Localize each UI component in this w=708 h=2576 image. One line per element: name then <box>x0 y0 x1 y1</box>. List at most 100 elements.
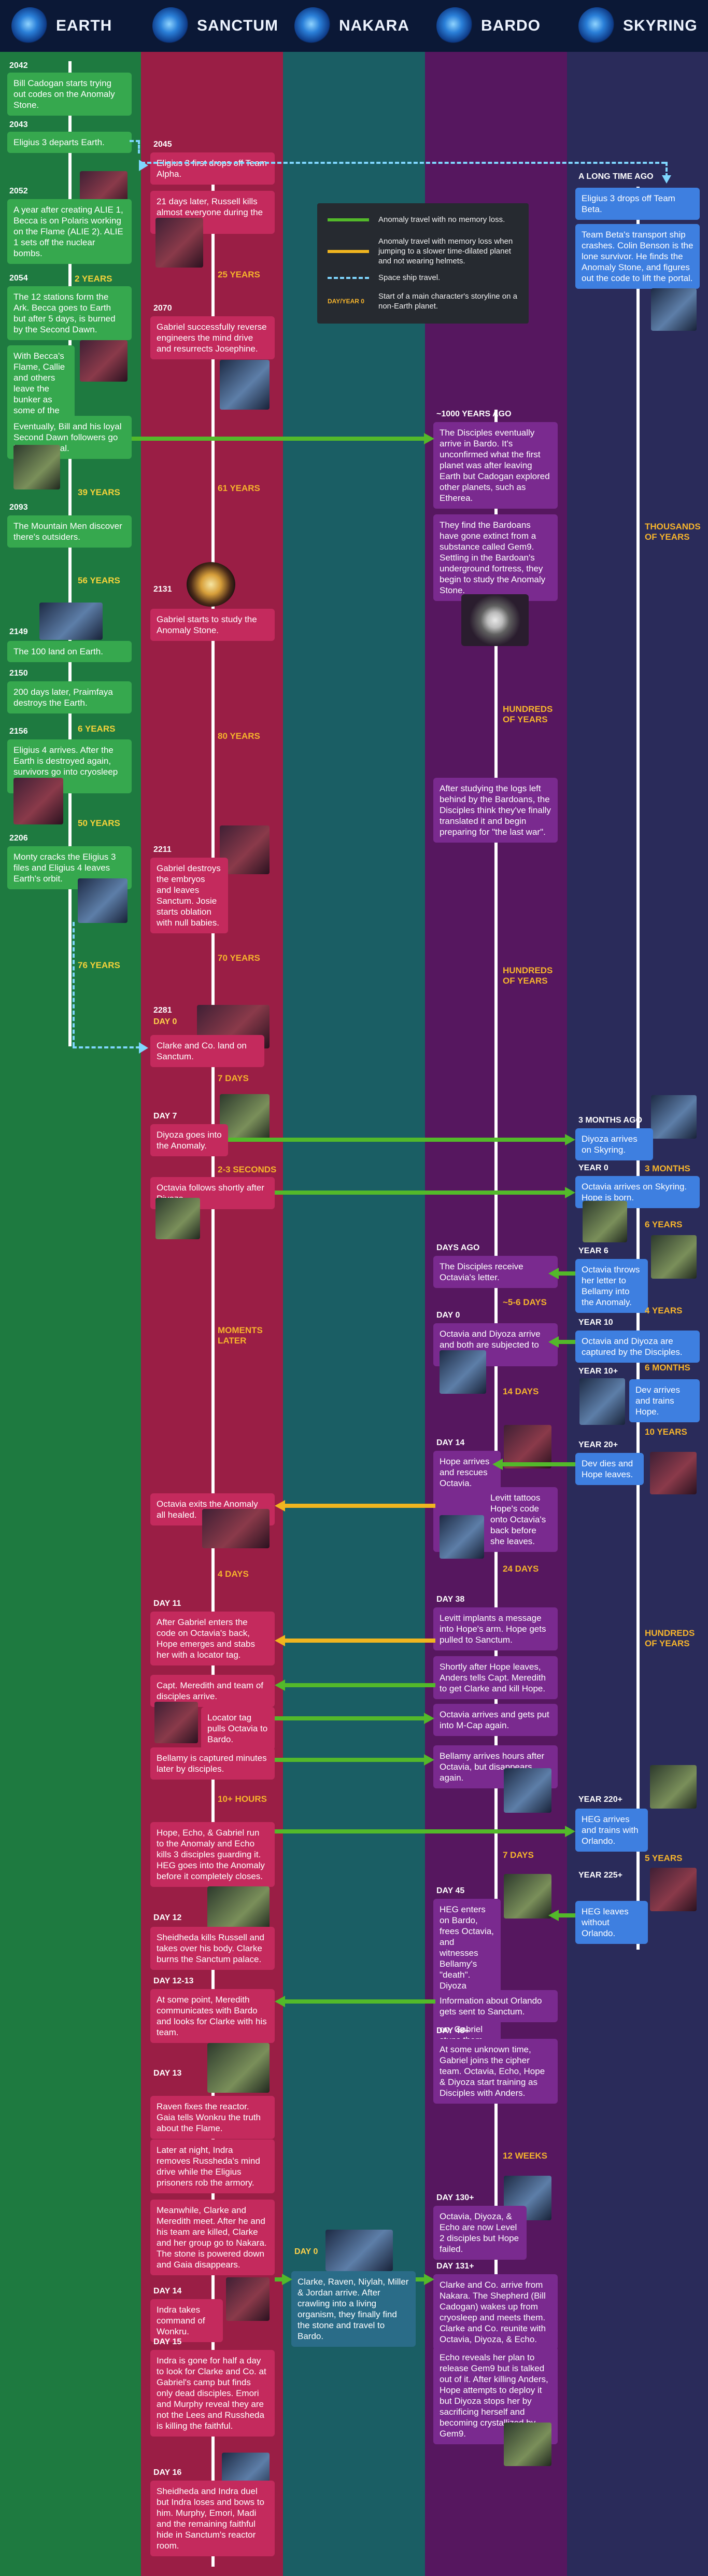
sanctum-card-2045: Eligius 3 first drops off Team Alpha. <box>150 152 275 185</box>
earth-duration-2-years: 2 YEARS <box>75 274 112 284</box>
sanctum-day-12: DAY 12 <box>153 1913 182 1922</box>
skyring-card-dev-arrives: Dev arrives and trains Hope. <box>629 1379 700 1422</box>
skyring-year-6: YEAR 6 <box>578 1247 608 1255</box>
skyring-3-months-ago: 3 MONTHS AGO <box>578 1116 642 1125</box>
legend: Anomaly travel with no memory loss. Anom… <box>317 203 529 324</box>
skyring-duration-6-years: 6 YEARS <box>645 1220 683 1229</box>
anomaly-arrow-captured-bardo-head-icon <box>548 1336 559 1348</box>
nakara-title: NAKARA <box>339 17 409 34</box>
sanctum-spine <box>211 156 215 2567</box>
memory-arrow-hope-sanctum-head-icon <box>275 1635 285 1646</box>
sanctum-duration-25-years: 25 YEARS <box>218 270 260 279</box>
nakara-photo-group <box>325 2230 393 2271</box>
bardo-card-octavia-mcap-again: Octavia arrives and gets put into M-Cap … <box>433 1704 558 1736</box>
skyring-photo-octavia-letter <box>651 1235 697 1279</box>
nakara-header: NAKARA <box>283 0 425 52</box>
legend-yellow-arrow-icon <box>328 249 369 253</box>
bardo-photo-levitt <box>440 1515 484 1559</box>
anomaly-arrow-hope-bardo-head-icon <box>492 1459 503 1470</box>
sanctum-photo-octavia-exit <box>202 1509 270 1548</box>
anomaly-arrow-sanctum-nakara-head-icon <box>282 2274 292 2285</box>
anomaly-arrow-letter-bardo-head-icon <box>548 1268 559 1279</box>
sanctum-planet-icon <box>152 7 190 45</box>
sanctum-duration-2-3-seconds: 2-3 SECONDS <box>218 1165 277 1174</box>
nakara-lane <box>283 0 425 2576</box>
anomaly-arrow-meredith-sanctum <box>284 1683 435 1687</box>
sanctum-day-13: DAY 13 <box>153 2069 182 2078</box>
bardo-1000-years-ago: ~1000 YEARS AGO <box>436 410 512 418</box>
bardo-duration-hundreds-1: HUNDREDS OF YEARS <box>503 704 553 724</box>
skyring-year-10: YEAR 10 <box>578 1318 613 1327</box>
earth-duration-56-years: 56 YEARS <box>78 576 120 585</box>
memory-arrow-octavia-sanctum-head-icon <box>275 1500 285 1511</box>
bardo-card-cipher-team: At some unknown time, Gabriel joins the … <box>433 2039 558 2104</box>
skyring-card-captured: Octavia and Diyoza are captured by the D… <box>575 1331 700 1363</box>
bardo-day-38: DAY 38 <box>436 1595 465 1604</box>
skyring-card-dev-dies: Dev dies and Hope leaves. <box>575 1453 644 1485</box>
sanctum-photo-locator <box>154 1702 198 1743</box>
spaceship-path-earth <box>130 140 140 153</box>
sanctum-photo-indra <box>226 2277 270 2321</box>
sanctum-card-day-12: Sheidheda kills Russell and takes over h… <box>150 1927 275 1970</box>
earth-duration-50-years: 50 YEARS <box>78 818 120 828</box>
sanctum-title: SANCTUM <box>197 17 278 34</box>
sanctum-duration-70-years: 70 YEARS <box>218 953 260 963</box>
anomaly-arrow-earth-bardo <box>132 437 425 441</box>
skyring-card-diyoza-arrives: Diyoza arrives on Skyring. <box>575 1128 653 1160</box>
sanctum-duration-80-years: 80 YEARS <box>218 731 260 741</box>
spaceship-arrow-skyring-icon <box>662 175 671 184</box>
bardo-duration-hundreds-2: HUNDREDS OF YEARS <box>503 965 553 986</box>
sanctum-photo-octavia <box>155 1198 200 1239</box>
bardo-card-last-war: After studying the logs left behind by t… <box>433 778 558 843</box>
sanctum-header: SANCTUM <box>141 0 283 52</box>
skyring-card-heg-arrives: HEG arrives and trains with Orlando. <box>575 1809 648 1852</box>
sanctum-card-2211: Gabriel destroys the embryos and leaves … <box>150 858 228 933</box>
earth-card-2093: The Mountain Men discover there's outsid… <box>7 515 132 548</box>
bardo-days-ago: DAYS AGO <box>436 1243 480 1252</box>
anomaly-arrow-diyoza-skyring-head-icon <box>565 1134 575 1145</box>
skyring-duration-4-years: 4 YEARS <box>645 1306 683 1315</box>
sanctum-card-day-7: Diyoza goes into the Anomaly. <box>150 1124 228 1156</box>
bardo-day-130: DAY 130+ <box>436 2193 474 2202</box>
bardo-duration-14-days: 14 DAYS <box>503 1387 539 1396</box>
legend-yellow-text: Anomaly travel with memory loss when jum… <box>378 237 513 265</box>
skyring-spine <box>636 187 640 1950</box>
bardo-day-0: DAY 0 <box>436 1311 460 1320</box>
anomaly-arrow-heg-bardo <box>558 1913 575 1917</box>
bardo-photo-octavia-mcap <box>440 1350 486 1394</box>
bardo-title: BARDO <box>481 17 541 34</box>
spaceship-path-to-skyring <box>141 162 665 164</box>
earth-spine <box>68 61 72 1046</box>
earth-photo-cadogan <box>13 445 60 489</box>
skyring-photo-colin <box>651 288 697 331</box>
skyring-duration-10-years: 10 YEARS <box>645 1427 687 1437</box>
earth-duration-6-years: 6 YEARS <box>78 724 116 734</box>
bardo-photo-diyoza-crystal <box>504 2423 551 2466</box>
earth-card-2043: Eligius 3 departs Earth. <box>7 132 132 153</box>
sanctum-duration-10-hours: 10+ HOURS <box>218 1794 267 1804</box>
sanctum-card-2131: Gabriel starts to study the Anomaly Ston… <box>150 609 275 641</box>
earth-photo-the-100 <box>39 603 103 640</box>
skyring-duration-hundreds: HUNDREDS OF YEARS <box>645 1628 695 1648</box>
anomaly-arrow-hope-bardo <box>501 1462 575 1466</box>
bardo-card-mcap: Octavia and Diyoza arrive and both are s… <box>433 1323 558 1366</box>
anomaly-arrow-heg-skyring <box>275 1829 566 1833</box>
sanctum-photo-russell <box>155 218 203 268</box>
legend-green-row: Anomaly travel with no memory loss. <box>328 215 518 225</box>
legend-dashed-row: Space ship travel. <box>328 273 518 283</box>
sanctum-year-2045: 2045 <box>153 140 172 149</box>
earth-photo-eligius4 <box>13 778 63 824</box>
sanctum-card-heg-anomaly: Hope, Echo, & Gabriel run to the Anomaly… <box>150 1822 275 1887</box>
bardo-planet-icon <box>436 7 474 45</box>
sanctum-photo-raven <box>207 2043 270 2093</box>
bardo-day-14: DAY 14 <box>436 1438 465 1447</box>
sanctum-card-day-12-13: At some point, Meredith communicates wit… <box>150 1989 275 2043</box>
bardo-card-hope-rescues: Hope arrives and rescues Octavia. <box>433 1451 501 1494</box>
anomaly-arrow-sanctum-nakara <box>275 2277 283 2281</box>
sanctum-day-0: DAY 0 <box>153 1017 177 1026</box>
earth-card-2156: Eligius 4 arrives. After the Earth is de… <box>7 739 132 793</box>
earth-year-2156: 2156 <box>9 727 28 736</box>
skyring-header: SKYRING <box>567 0 708 52</box>
sanctum-year-2281: 2281 <box>153 1006 172 1015</box>
legend-green-text: Anomaly travel with no memory loss. <box>378 215 505 224</box>
